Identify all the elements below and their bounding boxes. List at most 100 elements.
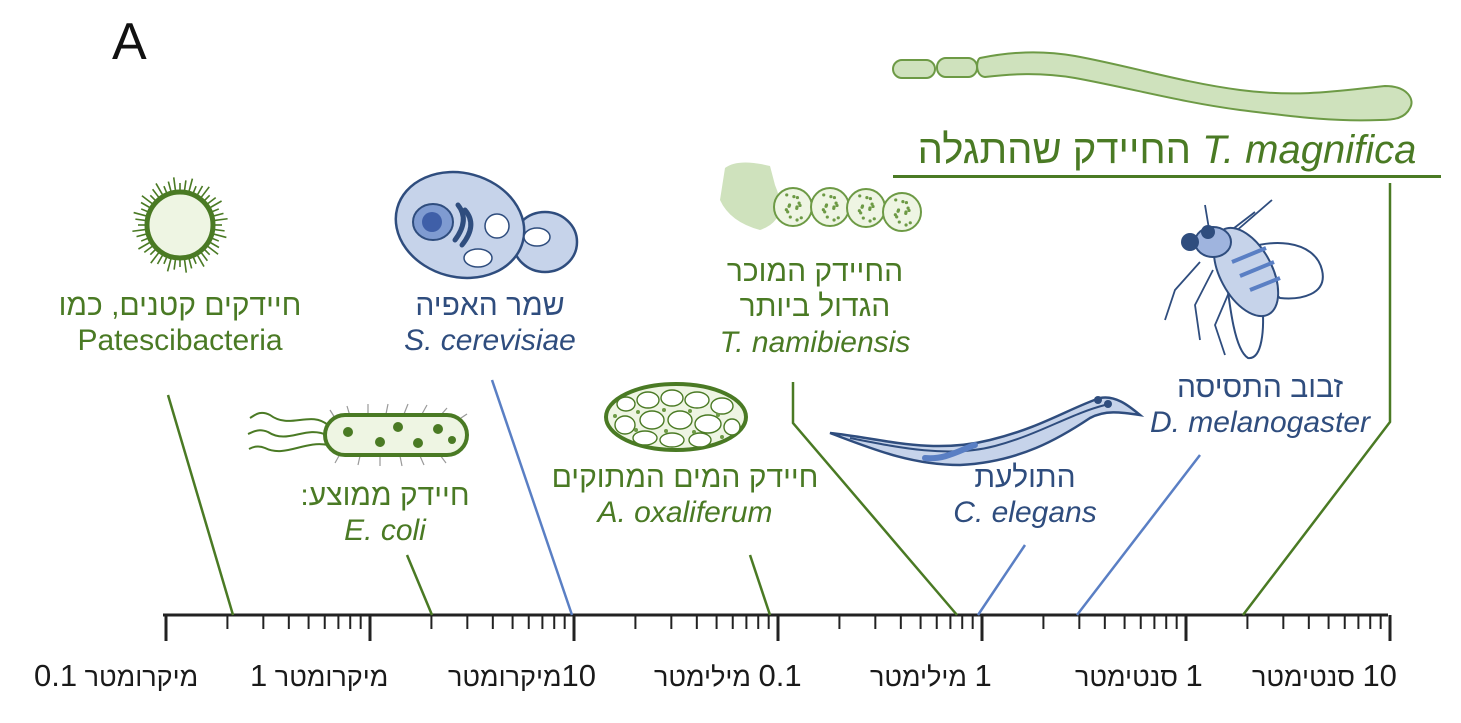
melanogaster-illustration [1164,199,1324,359]
sulfur-granule [792,195,796,199]
namibiensis-cell [846,188,886,228]
tick-label-1: 1 מיקרומטר [250,658,389,693]
oxaliferum-hebrew: חיידק המים המתוקים [551,461,819,494]
elegans-scientific: C. elegans [953,496,1097,530]
connector-elegans [976,544,1027,616]
sulfur-granule [795,218,799,222]
namibiensis-illustration [720,162,922,232]
sulfur-granule [835,203,839,208]
patescibacteria-hebrew: חיידקים קטנים, כמו [58,289,302,322]
sulfur-granule [901,200,905,204]
connector-magnifica [1242,183,1392,616]
magnifica-scientific: T. magnifica [1202,128,1417,172]
tick-label-5: סנטימטר 1 [1075,658,1203,693]
connector-ecoli [405,554,434,616]
melanogaster-hebrew: זבוב התסיסה [1176,371,1344,404]
sulfur-granule [893,213,897,217]
sulfur-granule [825,215,829,219]
sulfur-granule [799,216,803,220]
connector-patescibacteria [166,394,235,616]
oxaliferum-label: חיידק המים המתוקים A. oxaliferum [535,460,835,531]
axis-ticks [164,615,1392,641]
sulfur-granule [821,208,825,212]
sulfur-granule [858,194,862,198]
sulfur-granule [784,208,788,212]
sulfur-granule [822,193,826,197]
magnifica-illustration [892,51,1413,122]
sulfur-granule [904,200,909,205]
patescibacteria-illustration [132,177,228,273]
namibiensis-scientific: T. namibiensis [719,325,911,359]
sulfur-granule [897,220,901,224]
sulfur-granule [832,206,836,210]
magnifica-title: החיידק שהתגלה T. magnifica [893,128,1441,178]
sulfur-granule [896,208,901,212]
tick-label-3: מילימטר 0.1 [654,658,802,693]
patescibacteria-label: חיידקים קטנים, כמו Patescibacteria [20,288,340,359]
namibiensis-hebrew-line1: החיידק המוכר [726,255,904,288]
sulfur-granule [871,204,875,209]
sulfur-granule [785,193,789,197]
namibiensis-cell [810,187,850,227]
elegans-label: התולעת C. elegans [920,460,1130,531]
ecoli-hebrew: חיידק ממוצע: [300,479,470,512]
sulfur-granule [872,217,876,221]
sulfur-granule [829,195,833,199]
sulfur-granule [824,203,829,207]
ecoli-scientific: E. coli [344,514,426,548]
ecoli-illustration [247,403,469,467]
sulfur-granule [868,219,872,223]
patescibacteria-scientific: Patescibacteria [77,324,283,358]
sulfur-granule [857,209,861,213]
panel-letter: A [112,13,147,71]
oxaliferum-illustration [604,382,748,452]
yeast-label: שמר האפיה S. cerevisiae [370,288,610,359]
tick-label-0: 0.1 מיקרומטר [34,658,199,693]
sulfur-granule [795,206,799,210]
scale-axis [163,613,1392,641]
connector-oxaliferum [748,554,772,616]
namibiensis-label: החיידק המוכר הגדול ביותר T. namibiensis [680,254,950,360]
magnifica-hebrew: החיידק שהתגלה [917,128,1192,172]
connector-yeast [490,379,574,616]
namibiensis-hebrew-line2: הגדול ביותר [739,290,891,324]
sulfur-granule [908,221,912,225]
sulfur-granule [787,203,792,207]
sulfur-granule [894,198,898,202]
tick-label-6: סנטימטר 10 [1252,658,1397,693]
sulfur-granule [868,196,873,201]
sulfur-granule [868,207,872,211]
connector-lines [166,183,1392,616]
yeast-hebrew: שמר האפיה [415,289,565,322]
sulfur-granule [832,195,837,200]
tick-label-4: מילימטר 1 [870,658,992,693]
ecoli-label: חיידק ממוצע: E. coli [260,478,510,549]
sulfur-granule [861,216,865,220]
sulfur-granule [904,223,908,227]
namibiensis-cell [773,187,813,227]
sulfur-granule [836,216,840,220]
melanogaster-scientific: D. melanogaster [1149,406,1371,440]
sulfur-granule [788,215,792,219]
yeast-illustration [394,170,579,280]
yeast-scientific: S. cerevisiae [404,324,576,358]
sulfur-granule [798,203,802,208]
namibiensis-cell [882,192,922,232]
tick-label-2: מיקרומטר10 [448,658,597,693]
sulfur-granule [832,218,836,222]
melanogaster-label: זבוב התסיסה D. melanogaster [1135,370,1385,441]
cell-hair [211,232,227,239]
connector-namibiensis [791,382,958,616]
cell-hair [166,256,173,272]
sulfur-granule [904,211,908,215]
sulfur-granule [860,204,865,208]
elegans-hebrew: התולעת [974,461,1076,494]
elegans-illustration [829,396,1145,467]
cell-hair [187,178,194,194]
sulfur-granule [795,195,800,200]
cell-hair [133,211,149,218]
sulfur-granule [907,208,911,213]
sulfur-granule [865,196,869,200]
